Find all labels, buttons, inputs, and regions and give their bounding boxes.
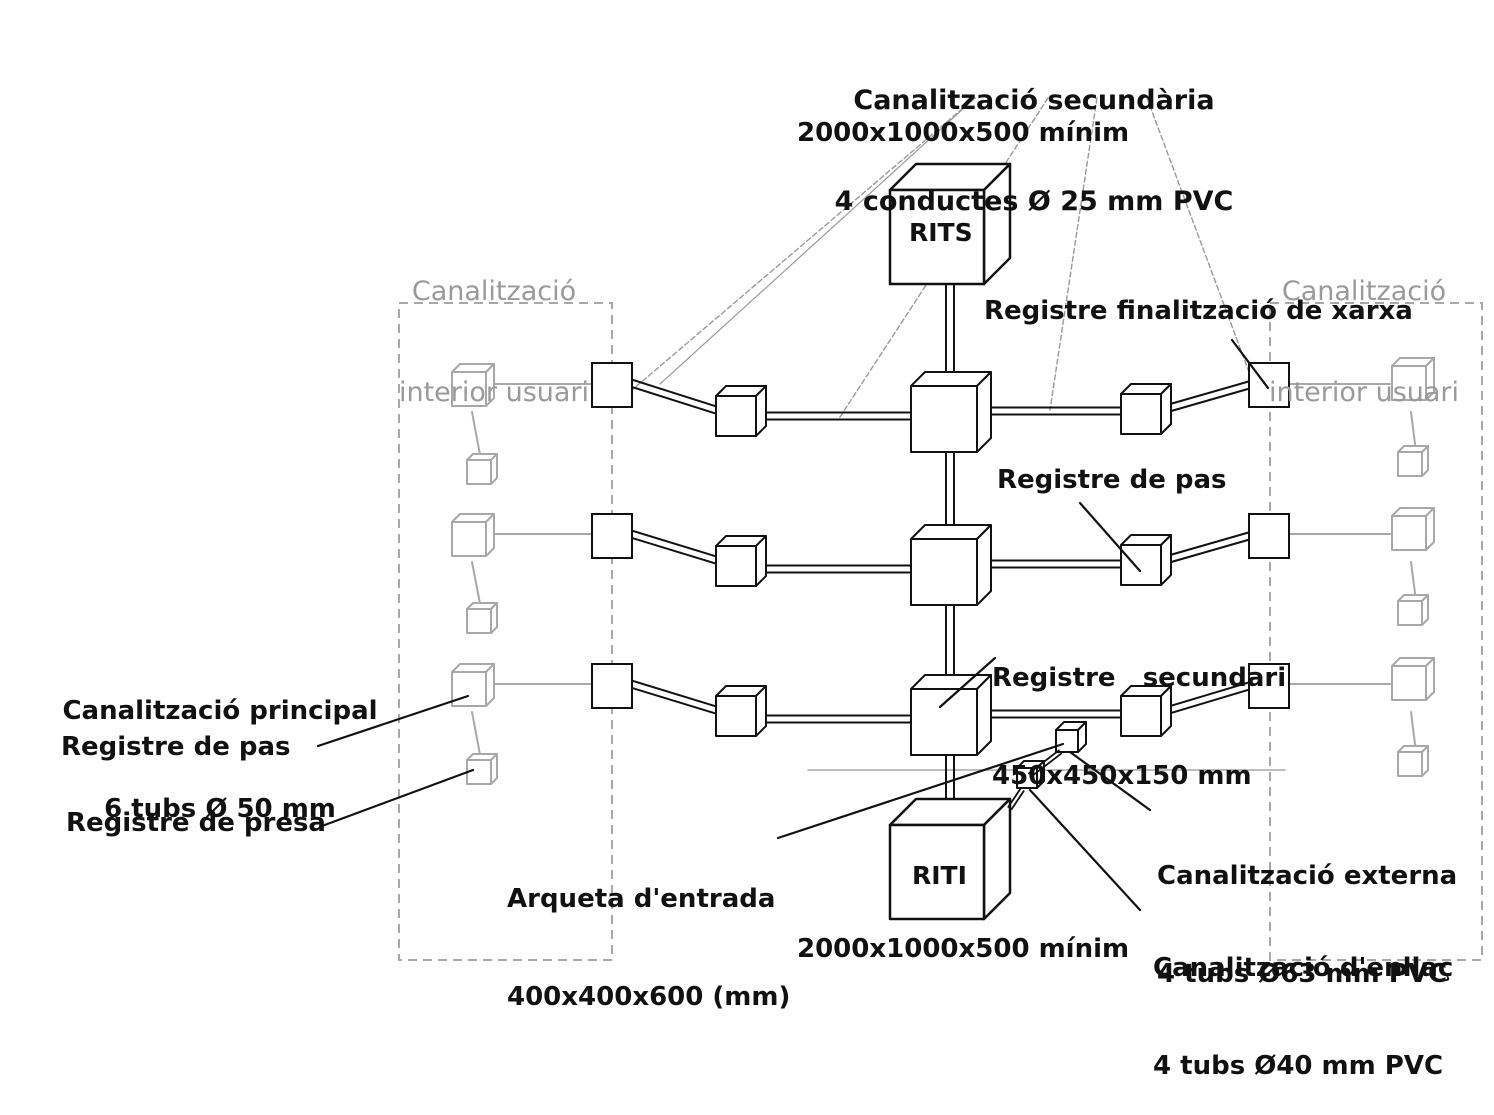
secondary-conduit-left-3 xyxy=(628,679,719,715)
main-riser-segment xyxy=(945,599,955,681)
pass-register-right-label: Registre de pas xyxy=(997,465,1227,495)
user-interior-right-label: Canalització interior usuari xyxy=(1254,207,1474,443)
external-channel-leader xyxy=(1068,750,1152,812)
user-socket-register-right xyxy=(1397,745,1429,777)
pass-register-right-3 xyxy=(1120,685,1172,737)
network-end-register-left-1 xyxy=(591,362,633,408)
secondary-channel-label: Canalització secundària 4 conductes Ø 25… xyxy=(834,16,1234,252)
entry-box-label: Arqueta d'entrada 400x400x600 (mm) xyxy=(507,818,790,1046)
network-end-register-label: Registre finalització de xarxa xyxy=(984,296,1413,326)
secondary-conduit-left-2 xyxy=(628,529,719,565)
external-channel-title: Canalització externa xyxy=(1157,861,1458,891)
pass-register-left-3 xyxy=(715,685,767,737)
secondary-conduit-left-3 xyxy=(765,714,911,724)
entry-box-arqueta xyxy=(1055,721,1087,753)
rits-label: RITS xyxy=(909,218,973,247)
secondary-register-3 xyxy=(910,674,992,756)
link-channel-title: Canalització d'enllaç xyxy=(1153,953,1454,983)
user-pass-register-right xyxy=(1391,357,1435,401)
user-socket-register-right xyxy=(1397,594,1429,626)
secondary-register-size: 450x450x150 mm xyxy=(992,760,1252,791)
secondary-register-leader xyxy=(938,656,997,709)
secondary-conduit-right-2 xyxy=(1167,531,1251,564)
pass-register-left-1 xyxy=(715,385,767,437)
secondary-conduit-right-1 xyxy=(1167,380,1251,413)
link-conduit xyxy=(1007,787,1025,811)
secondary-register-1 xyxy=(910,371,992,453)
pass-register-right-leader xyxy=(1078,501,1142,573)
secondary-conduit-left-1 xyxy=(628,378,719,415)
secondary-channel-guide xyxy=(659,97,976,385)
user-socket-register-left xyxy=(466,753,498,785)
user-interior-layer xyxy=(398,302,1483,961)
user-drop-left xyxy=(471,711,482,761)
riti-enclosure xyxy=(888,797,1012,921)
user-socket-register-right xyxy=(1397,445,1429,477)
user-drop-left xyxy=(471,561,482,610)
user-interior-right-line2: interior usuari xyxy=(1268,376,1460,408)
socket-register-leader xyxy=(320,768,475,828)
main-network-layer xyxy=(591,162,1290,921)
user-interior-zone-right xyxy=(1269,302,1483,961)
user-interior-left-label: Canalització interior usuari xyxy=(384,207,604,443)
ict-infrastructure-diagram xyxy=(316,97,1483,961)
network-end-register-right-3 xyxy=(1248,663,1290,709)
link-channel-label: Canalització d'enllaç 4 tubs Ø40 mm PVC xyxy=(1153,887,1453,1115)
user-interior-zone-left xyxy=(398,302,613,961)
secondary-channel-guide xyxy=(1049,97,1098,411)
riti-label: RITI xyxy=(912,861,967,890)
pass-register-left-label: Registre de pas xyxy=(61,732,291,762)
secondary-conduit-right-2 xyxy=(989,559,1122,569)
secondary-channel-spec: 4 conductes Ø 25 mm PVC xyxy=(834,185,1234,217)
socket-register-label: Registre de presa xyxy=(66,808,326,838)
user-drop-left xyxy=(471,411,482,461)
riti-size-label: 2000x1000x500 mínim xyxy=(797,934,1130,964)
secondary-register-title: Registre secundari xyxy=(992,663,1287,693)
secondary-channel-guide xyxy=(631,97,976,391)
main-channel-label: Canalització principal 6 tubs Ø 50 mm xyxy=(40,630,400,858)
user-socket-register-left xyxy=(466,602,498,634)
user-pass-register-right xyxy=(1391,657,1435,701)
network-end-register-right-2 xyxy=(1248,513,1290,559)
entry-box-title: Arqueta d'entrada xyxy=(507,884,776,914)
network-end-register-left-2 xyxy=(591,513,633,559)
rits-enclosure xyxy=(888,162,1012,286)
user-interior-left-line2: interior usuari xyxy=(398,376,590,408)
external-conduit xyxy=(1027,749,1063,778)
user-pass-register-left xyxy=(451,513,495,557)
pass-register-left-2 xyxy=(715,535,767,587)
user-pass-register-right xyxy=(1391,507,1435,551)
main-riser-segment xyxy=(945,274,955,379)
link-channel-spec: 4 tubs Ø40 mm PVC xyxy=(1153,1050,1444,1081)
user-pass-register-left xyxy=(451,663,495,707)
pass-register-right-2 xyxy=(1120,534,1172,586)
secondary-register-label: Registre secundari 450x450x150 mm xyxy=(992,597,1286,825)
link-channel-leader xyxy=(1028,788,1142,912)
main-channel-title: Canalització principal xyxy=(62,696,378,726)
secondary-conduit-right-1 xyxy=(989,406,1122,416)
main-channel-spec: 6 tubs Ø 50 mm xyxy=(104,793,336,824)
user-interior-left-line1: Canalització xyxy=(411,275,577,307)
secondary-conduit-left-2 xyxy=(765,564,911,574)
main-riser-segment xyxy=(945,449,955,531)
network-end-register-left-3 xyxy=(591,663,633,709)
secondary-channel-title: Canalització secundària xyxy=(853,84,1215,116)
callout-leaders xyxy=(316,338,1270,912)
user-socket-register-left xyxy=(466,453,498,485)
user-interior-right-line1: Canalització xyxy=(1281,275,1447,307)
rits-size-label: 2000x1000x500 mínim xyxy=(797,118,1130,148)
pass-register-right-1 xyxy=(1120,383,1172,435)
entry-box-leader xyxy=(776,742,1065,840)
user-pass-register-left xyxy=(451,363,495,407)
secondary-register-2 xyxy=(910,524,992,606)
secondary-conduit-right-3 xyxy=(989,709,1122,719)
secondary-conduit-left-1 xyxy=(765,411,911,421)
secondary-channel-guide xyxy=(1146,97,1256,389)
network-end-register-leader xyxy=(1230,338,1270,390)
pass-register-left-leader xyxy=(316,694,470,748)
entry-box-size: 400x400x600 (mm) xyxy=(507,981,791,1012)
secondary-conduit-right-3 xyxy=(1166,681,1252,715)
